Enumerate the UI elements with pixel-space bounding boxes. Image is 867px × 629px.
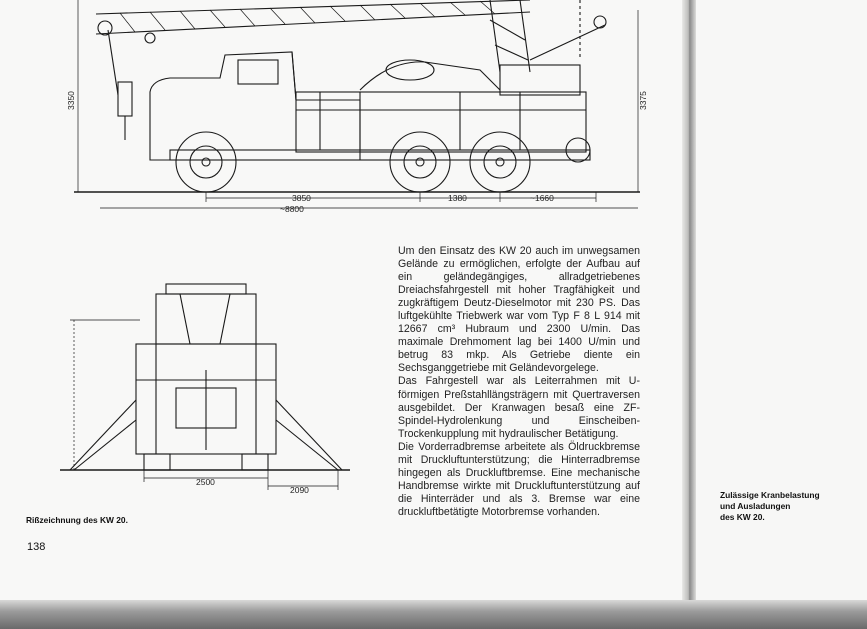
dim-height-right: 3375 [638, 91, 648, 110]
dim-outrigger-span: 2090 [290, 485, 309, 495]
side-view-drawing: 3350 3375 3850 1380 ~1660 ~8800 [66, 0, 648, 214]
dim-wheelbase-rear: 1380 [448, 193, 467, 203]
caption-right-line-2: und Ausladungen [720, 501, 791, 511]
page-number: 138 [27, 541, 46, 553]
paragraph-3: Die Vorderradbremse arbeitete als Öldruc… [398, 440, 640, 518]
page-bottom-edge [0, 600, 867, 629]
body-text: Um den Einsatz des KW 20 auch im unwegsa… [398, 245, 640, 519]
caption-right-line-3: des KW 20. [720, 512, 765, 522]
caption-left: Rißzeichnung des KW 20. [26, 515, 128, 525]
dim-rear-overhang: ~1660 [530, 193, 554, 203]
book-gutter [682, 0, 696, 600]
front-view-drawing: 2500 2090 [60, 283, 350, 495]
dim-height-left: 3350 [66, 91, 76, 110]
dim-track-width: 2500 [196, 477, 215, 487]
paragraph-2: Das Fahrgestell war als Leiterrahmen mit… [398, 375, 640, 440]
caption-right: Zulässige Kranbelastung und Ausladungen … [720, 490, 820, 523]
dim-total-length: ~8800 [280, 204, 304, 214]
caption-right-line-1: Zulässige Kranbelastung [720, 490, 820, 500]
paragraph-1: Um den Einsatz des KW 20 auch im unwegsa… [398, 245, 640, 375]
right-page [696, 0, 867, 600]
dim-wheelbase-front: 3850 [292, 193, 311, 203]
